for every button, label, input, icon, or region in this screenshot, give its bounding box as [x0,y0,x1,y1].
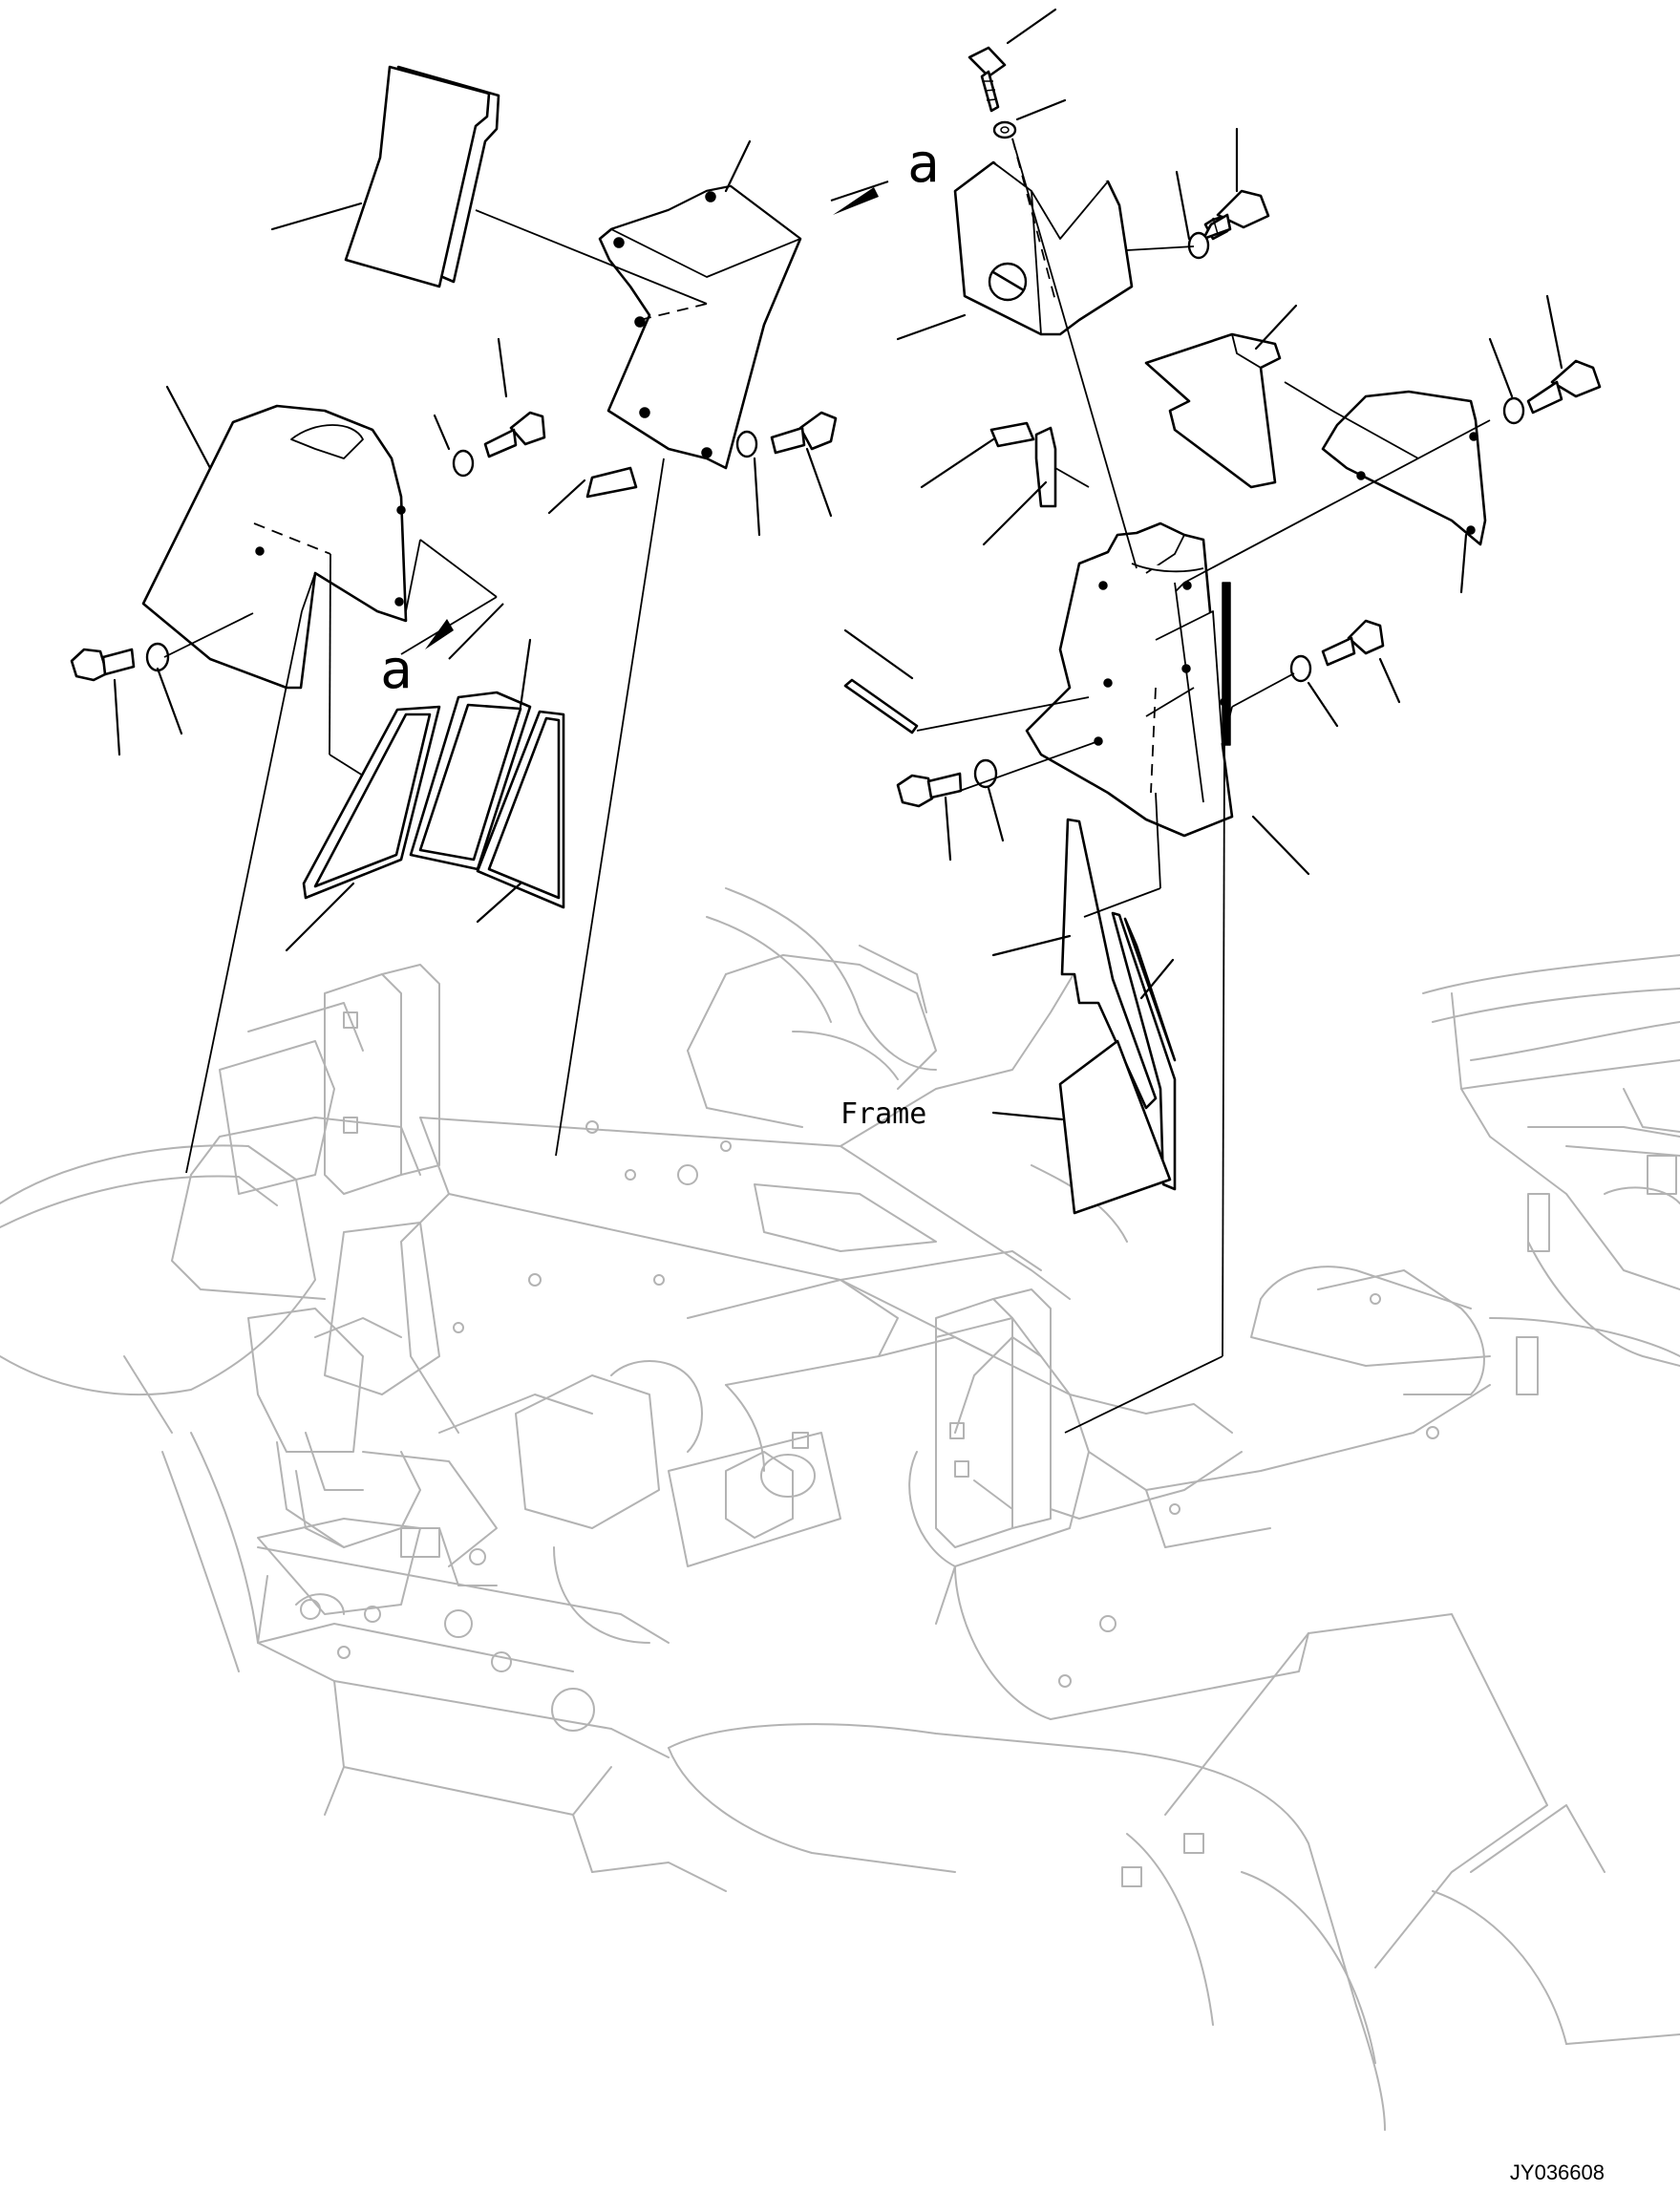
hardware-washer-center-top [735,430,758,458]
exploded-parts [70,46,1602,1215]
part-column-cover-right [1025,521,1234,838]
hardware-washer-right-1 [1187,231,1210,260]
hardware-bolt-right-1 [1202,189,1270,241]
part-seal-strips-right [1058,818,1177,1215]
hardware-bolt-center-top [770,411,838,455]
part-angle-bracket-right [1144,332,1282,489]
section-arrow-bottom: a [380,603,504,701]
part-small-block [989,421,1035,448]
left-fender [0,1144,316,1396]
section-marker-top-label: a [907,133,940,195]
part-cover-sheet-top-left [344,65,500,288]
hardware-washer-top-center [992,120,1017,139]
assembly-lines [163,138,1491,1434]
hardware-washer-right-mid [1289,654,1312,683]
hardware-bolt-right-mid [1321,619,1385,667]
hardware-washer-middle-right [973,758,998,789]
hardware-bolt-top-center [968,46,1007,113]
part-plate-far-right [1321,390,1487,546]
hardware-bolt-left-bottom [70,648,136,682]
hardware-washer-right-2 [1502,396,1525,425]
frame-label: Frame [840,1097,926,1131]
hardware-bolt-right-2 [1526,359,1602,415]
frame-mount-posts [324,964,1052,1548]
part-small-bracket [1034,426,1057,508]
section-marker-bottom-label: a [380,639,413,701]
part-rod [843,678,919,734]
leader-lines [113,8,1563,1121]
part-bracket-plate-center [585,184,802,499]
section-arrow-top: a [830,133,940,215]
hardware-bolt-middle-right [896,772,963,808]
assembly-dashed-lines [253,138,1233,794]
drawing-code-label: JY036608 [1510,2160,1605,2184]
frame-structure [0,887,1680,2131]
hardware-washer-left-top [452,449,475,478]
right-fender [668,1723,1386,2131]
part-cover-left [141,404,408,690]
hardware-bolt-left-top [483,411,546,458]
part-seal-strips-left [302,691,565,909]
